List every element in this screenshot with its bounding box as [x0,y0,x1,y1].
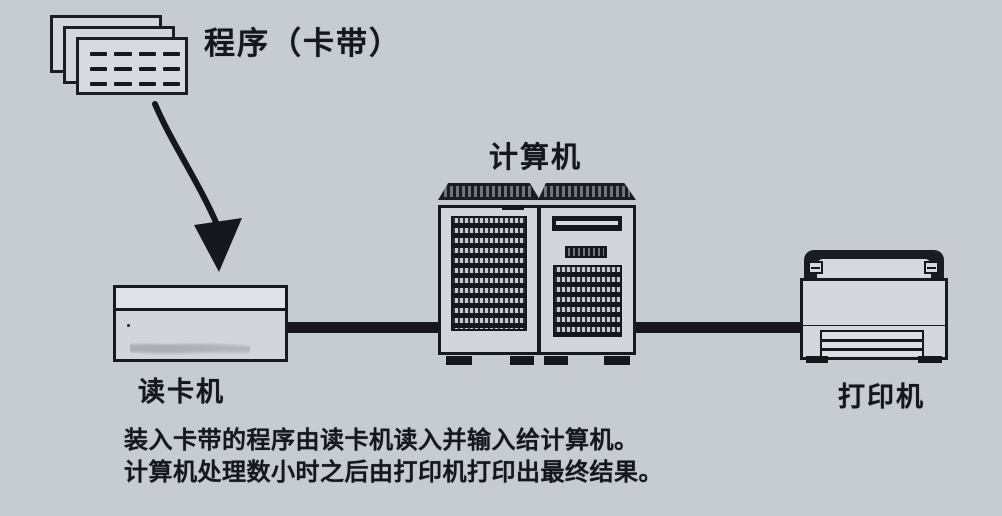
card-reader-body [113,308,288,362]
mainframe-indicator-left [502,205,524,210]
mainframe-computer-icon [432,183,640,365]
punch-hole [90,82,108,86]
printer-label: 打印机 [838,382,925,413]
printer-paper-tray [820,330,924,356]
punch-hole [114,82,132,86]
caption-line-1: 装入卡带的程序由读卡机读入并输入给计算机。 [124,426,639,454]
punch-hole [138,52,156,56]
punch-hole [138,82,156,86]
mainframe-foot [544,356,568,365]
mainframe-vent-stripes [555,267,620,335]
printer-foot [918,356,942,363]
caption-line-2: 计算机处理数小时之后由打印机打印出最终结果。 [124,458,663,486]
mainframe-top-right [538,183,636,200]
curved-down-arrow-icon [152,101,242,272]
printer-lid-corner-left [808,261,823,274]
cable-icon-computer-to-printer [636,322,808,333]
caption: 装入卡带的程序由读卡机读入并输入给计算机。 计算机处理数小时之后由打印机打印出最… [124,424,844,488]
mainframe-indicator-right [565,246,607,258]
punch-hole [114,67,132,71]
mainframe-vent-stripes [453,218,525,329]
card-reader-label: 读卡机 [138,377,225,408]
cable-icon-reader-to-computer [284,322,440,333]
card-reader-icon [113,285,288,362]
mainframe-foot [446,356,472,365]
punch-hole [90,67,108,71]
card-reader-indicator [127,324,130,327]
punch-hole-grid [90,50,180,88]
mainframe-top-left [438,183,540,200]
printer-body [800,278,948,328]
punch-card-stack-icon [50,15,210,115]
punch-hole [162,52,180,56]
printer-body-seam [800,278,948,281]
printer-lid-corner-right [924,261,939,274]
punch-hole [162,67,180,71]
card-reader-hopper [113,285,288,309]
punch-card-front [76,37,188,95]
punch-hole [138,67,156,71]
printer-foot [806,356,828,363]
mainframe-vent-panel-right [553,265,622,337]
program-label: 程序（卡带） [204,26,402,62]
punch-hole [90,52,108,56]
printer-icon [800,250,948,363]
printer-tray-line [820,348,924,351]
mainframe-foot [604,356,630,365]
printer-tray-line [820,339,924,342]
mainframe-vent-panel-left [451,216,527,331]
punch-hole [162,82,180,86]
card-reader-texture [130,341,250,355]
punch-hole [114,52,132,56]
mainframe-tape-slot [552,216,622,231]
mainframe-foot [510,356,534,365]
computer-label: 计算机 [489,140,583,174]
